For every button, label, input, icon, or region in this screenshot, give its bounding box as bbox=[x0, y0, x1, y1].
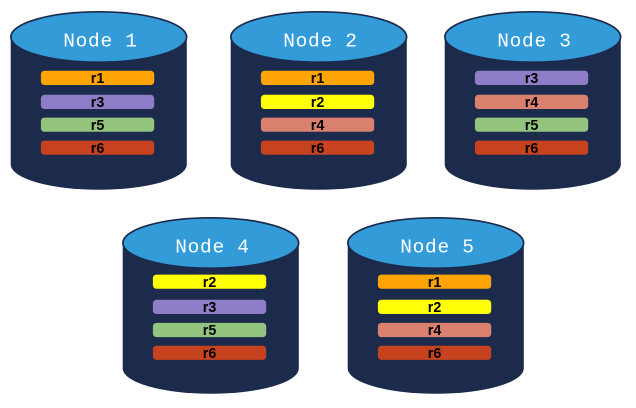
svg-text:r6: r6 bbox=[310, 140, 324, 156]
svg-text:r1: r1 bbox=[310, 71, 324, 87]
svg-text:r4: r4 bbox=[525, 95, 539, 111]
svg-text:r5: r5 bbox=[91, 117, 105, 133]
svg-text:Node 1: Node 1 bbox=[63, 30, 137, 52]
svg-text:r6: r6 bbox=[525, 140, 539, 156]
svg-text:r2: r2 bbox=[202, 275, 216, 291]
svg-text:r2: r2 bbox=[310, 95, 324, 111]
svg-text:r3: r3 bbox=[91, 95, 105, 111]
svg-text:r3: r3 bbox=[525, 71, 539, 87]
svg-text:r2: r2 bbox=[428, 300, 442, 316]
svg-text:Node 2: Node 2 bbox=[283, 30, 357, 52]
svg-text:r4: r4 bbox=[310, 117, 324, 133]
svg-text:r5: r5 bbox=[202, 323, 216, 339]
svg-text:Node 4: Node 4 bbox=[175, 236, 249, 258]
svg-text:r5: r5 bbox=[525, 117, 539, 133]
svg-text:r6: r6 bbox=[91, 140, 105, 156]
svg-text:Node 5: Node 5 bbox=[401, 236, 475, 258]
svg-text:r4: r4 bbox=[428, 323, 442, 339]
svg-text:r6: r6 bbox=[428, 346, 442, 362]
svg-text:Node 3: Node 3 bbox=[498, 30, 572, 52]
svg-text:r6: r6 bbox=[202, 346, 216, 362]
svg-text:r1: r1 bbox=[91, 71, 105, 87]
svg-text:r3: r3 bbox=[202, 300, 216, 316]
svg-text:r1: r1 bbox=[428, 275, 442, 291]
